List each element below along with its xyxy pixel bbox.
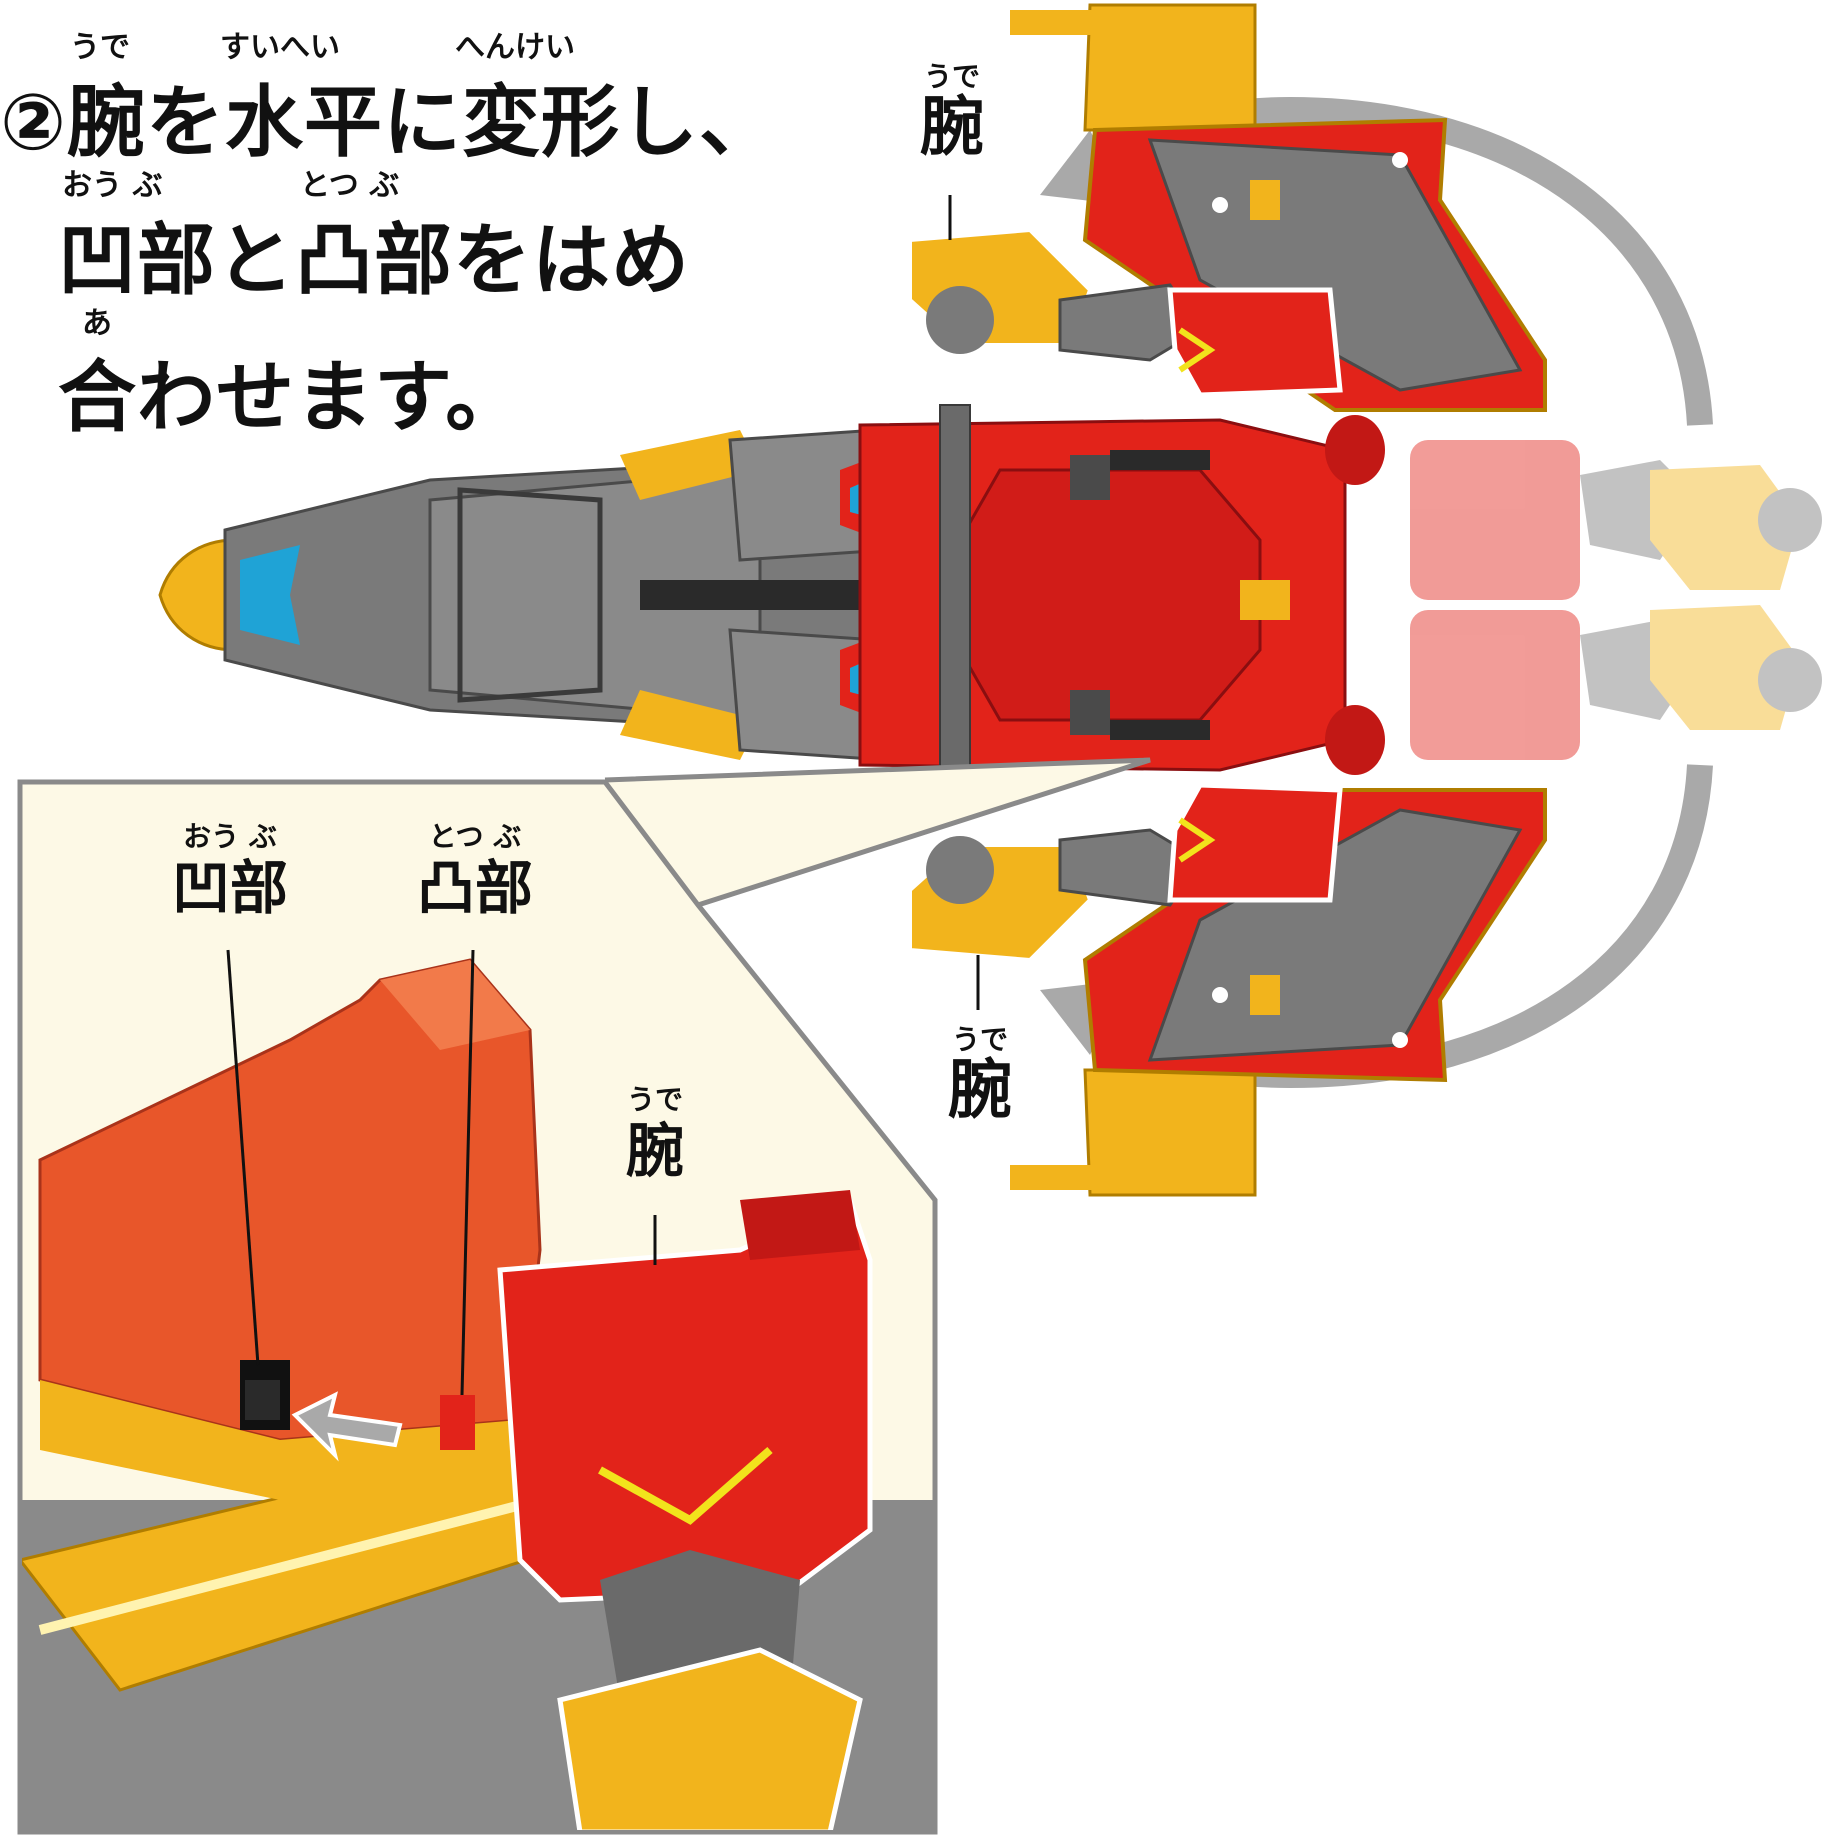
ruby-oubu: おう ぶ [62, 168, 163, 203]
label-arm-top-ruby: うで [923, 60, 980, 93]
label-protrusion-ruby: とつ ぶ [428, 820, 522, 853]
step-marker: ② [0, 78, 68, 168]
instruction-line-1: 腕を水平に変形し、 [67, 78, 779, 168]
label-arm-bottom-ruby: うで [951, 1023, 1008, 1056]
instruction-text: うで すいへい へんけい ②腕を水平に変形し、 おう ぶ とつ ぶ 凹部と凸部を… [0, 0, 777, 443]
label-arm-bottom: うで 腕 [940, 1023, 1020, 1128]
callout-wedge [604, 757, 1151, 908]
label-arm-inset-text: 腕 [625, 1117, 684, 1185]
ruby-a: あ [82, 306, 112, 341]
label-arm-top-text: 腕 [920, 91, 984, 165]
ruby-ude: うで [70, 30, 130, 65]
label-arm-bottom-text: 腕 [948, 1054, 1012, 1128]
detail-inset [17, 779, 938, 1835]
label-protrusion-text: 凸部 [416, 854, 533, 922]
label-recess-ruby: おう ぶ [183, 820, 277, 853]
ruby-suihei: すいへい [220, 30, 340, 65]
label-arm-inset: うで 腕 [615, 1085, 695, 1187]
ruby-henkei: へんけい [455, 30, 575, 65]
label-recess: おう ぶ 凹部 [150, 822, 310, 924]
upper-arm [908, 227, 1343, 398]
lower-wing [1010, 788, 1547, 1197]
robot-body [158, 404, 1385, 776]
label-protrusion: とつ ぶ 凸部 [395, 822, 555, 924]
label-recess-text: 凹部 [171, 854, 288, 922]
instruction-line-3: 合わせます。 [58, 353, 525, 443]
upper-wing [1010, 3, 1547, 412]
lower-arm [908, 782, 1343, 963]
label-arm-inset-ruby: うで [626, 1083, 683, 1116]
ghost-arm-before [1410, 440, 1822, 760]
ruby-totsubu: とつ ぶ [300, 168, 400, 203]
instruction-line-2: 凹部と凸部をはめ [58, 216, 691, 306]
label-arm-top: うで 腕 [912, 60, 992, 165]
